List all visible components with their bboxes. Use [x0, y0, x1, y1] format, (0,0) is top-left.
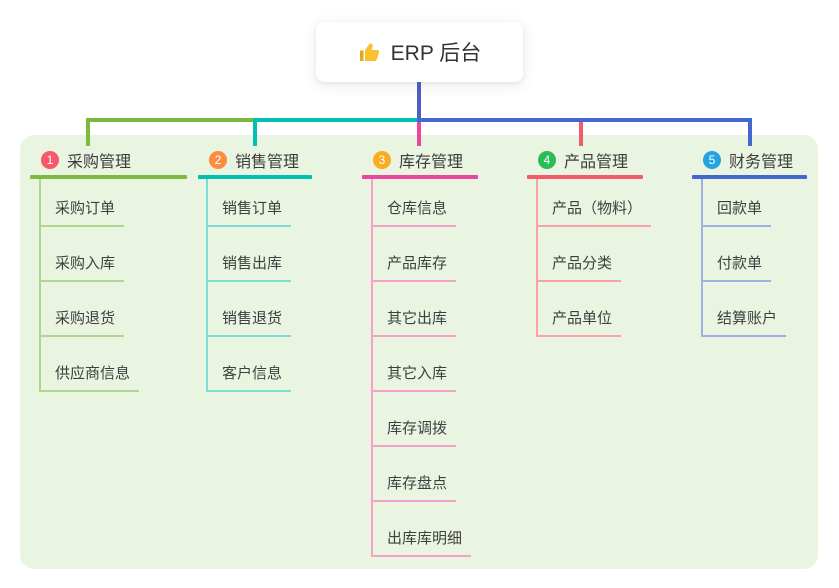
root-node[interactable]: ERP 后台	[316, 22, 523, 82]
branches-panel	[20, 135, 818, 569]
bus-segment-1	[86, 118, 257, 122]
mindmap-item-label: 产品分类	[536, 252, 622, 282]
branch-header-4[interactable]: 4 产品管理	[538, 147, 628, 173]
branch-label: 采购管理	[67, 154, 132, 171]
branch-label: 库存管理	[399, 154, 464, 171]
bus-segment-5	[417, 118, 752, 122]
root-connector-line	[417, 80, 421, 120]
mindmap-item-label: 库存盘点	[371, 472, 457, 502]
mindmap-item-label: 销售订单	[206, 197, 292, 227]
mindmap-item[interactable]: 销售出库	[206, 227, 292, 282]
root-title: ERP 后台	[390, 42, 482, 65]
branch-label: 产品管理	[564, 154, 629, 171]
mindmap-item[interactable]: 库存调拨	[371, 392, 471, 447]
branch-header-5[interactable]: 5 财务管理	[703, 147, 793, 173]
branch-number-badge: 5	[703, 151, 721, 169]
branch-number-badge: 3	[373, 151, 391, 169]
mindmap-item[interactable]: 付款单	[701, 227, 786, 282]
mindmap-item-label: 采购订单	[39, 197, 125, 227]
mindmap-item-label: 库存调拨	[371, 417, 457, 447]
branch-rail-line	[206, 177, 208, 392]
mindmap-item[interactable]: 采购入库	[39, 227, 139, 282]
mindmap-item-label: 客户信息	[206, 362, 292, 392]
branch-rail-line	[701, 177, 703, 337]
mindmap-item-label: 销售退货	[206, 307, 292, 337]
mindmap-item[interactable]: 供应商信息	[39, 337, 140, 392]
branch-items: 回款单付款单结算账户	[701, 172, 787, 337]
mindmap-item-label: 采购退货	[39, 307, 125, 337]
mindmap-item-label: 仓库信息	[371, 197, 457, 227]
mindmap-item[interactable]: 采购退货	[39, 282, 139, 337]
branch-drop-line	[579, 122, 583, 146]
branch-label: 销售管理	[235, 154, 300, 171]
branch-rail-line	[536, 177, 538, 337]
mindmap-item-label: 销售出库	[206, 252, 292, 282]
mindmap-item-label: 产品（物料）	[536, 197, 652, 227]
branch-drop-line	[86, 118, 90, 146]
mindmap-item-label: 结算账户	[701, 307, 787, 337]
mindmap-item-label: 其它出库	[371, 307, 457, 337]
branch-header-3[interactable]: 3 库存管理	[373, 147, 463, 173]
mindmap-item[interactable]: 产品（物料）	[536, 172, 652, 227]
mindmap-item[interactable]: 其它出库	[371, 282, 471, 337]
mindmap-item[interactable]: 采购订单	[39, 172, 139, 227]
mindmap-item[interactable]: 产品分类	[536, 227, 651, 282]
mindmap-item-label: 其它入库	[371, 362, 457, 392]
mindmap-item[interactable]: 其它入库	[371, 337, 471, 392]
branch-drop-line	[253, 118, 257, 146]
mindmap-item-label: 产品库存	[371, 252, 457, 282]
branch-items: 仓库信息产品库存其它出库其它入库库存调拨库存盘点出库库明细	[371, 172, 472, 557]
branch-number-badge: 4	[538, 151, 556, 169]
branch-items: 采购订单采购入库采购退货供应商信息	[39, 172, 140, 392]
mindmap-item[interactable]: 销售订单	[206, 172, 292, 227]
mindmap-item-label: 付款单	[701, 252, 772, 282]
mindmap-item[interactable]: 产品库存	[371, 227, 471, 282]
mindmap-item[interactable]: 出库库明细	[371, 502, 472, 557]
mindmap-item[interactable]: 客户信息	[206, 337, 292, 392]
branch-header-underline	[692, 175, 807, 179]
bus-segment-2	[253, 118, 419, 122]
mindmap-item[interactable]: 仓库信息	[371, 172, 471, 227]
branch-items: 产品（物料） 产品分类产品单位	[536, 172, 652, 337]
mindmap-item-label: 产品单位	[536, 307, 622, 337]
branch-header-underline	[30, 175, 187, 179]
branch-drop-line	[748, 118, 752, 146]
mindmap-item[interactable]: 结算账户	[701, 282, 787, 337]
branch-rail-line	[39, 177, 41, 392]
mindmap-item-label: 采购入库	[39, 252, 125, 282]
mindmap-item-label: 出库库明细	[371, 527, 472, 557]
branch-header-2[interactable]: 2 销售管理	[209, 147, 299, 173]
branch-header-underline	[198, 175, 312, 179]
branch-header-1[interactable]: 1 采购管理	[41, 147, 131, 173]
branch-number-badge: 1	[41, 151, 59, 169]
mindmap-item[interactable]: 库存盘点	[371, 447, 471, 502]
branch-header-underline	[527, 175, 643, 179]
branch-header-underline	[362, 175, 478, 179]
mindmap-item[interactable]: 回款单	[701, 172, 786, 227]
branch-number-badge: 2	[209, 151, 227, 169]
mindmap-item-label: 供应商信息	[39, 362, 140, 392]
branch-drop-line	[417, 122, 421, 146]
thumbs-up-icon	[358, 40, 382, 64]
branch-label: 财务管理	[729, 154, 794, 171]
mindmap-item[interactable]: 销售退货	[206, 282, 292, 337]
branch-items: 销售订单销售出库销售退货客户信息	[206, 172, 292, 392]
mindmap-item[interactable]: 产品单位	[536, 282, 651, 337]
mindmap-item-label: 回款单	[701, 197, 772, 227]
branch-rail-line	[371, 177, 373, 557]
